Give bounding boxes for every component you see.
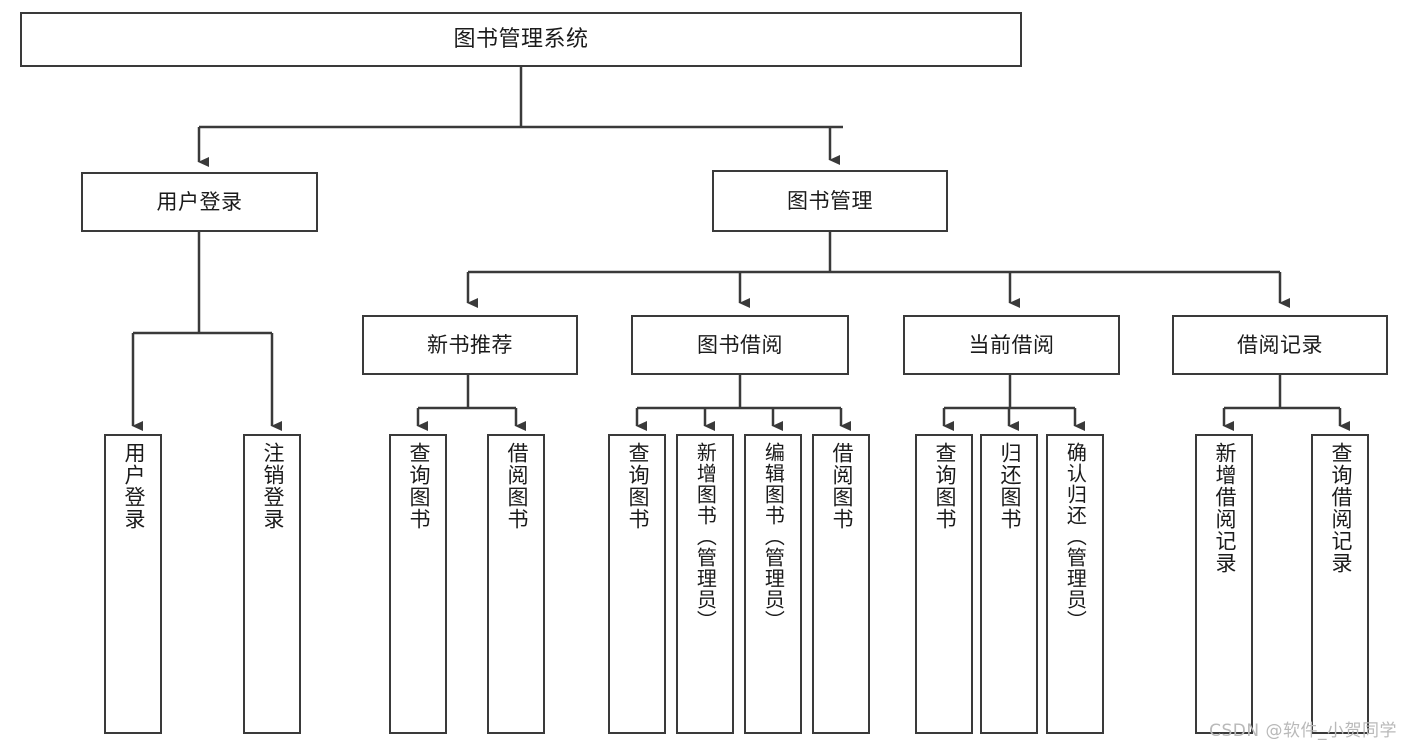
node-new-book-recommend-label: 新书推荐 — [427, 332, 513, 357]
node-leaf-query-book-3-label: 查询图书 — [932, 442, 957, 530]
node-leaf-borrow-book-1[interactable]: 借阅图书 — [487, 434, 545, 734]
node-current-borrow-label: 当前借阅 — [968, 332, 1055, 357]
node-leaf-return-book-label: 归还图书 — [997, 442, 1022, 530]
node-leaf-add-book[interactable]: 新增图书（管理员） — [676, 434, 734, 734]
node-leaf-confirm-return-label: 确认归还（管理员） — [1063, 442, 1088, 631]
node-leaf-logout[interactable]: 注销登录 — [243, 434, 301, 734]
node-book-management[interactable]: 图书管理 — [712, 170, 948, 232]
node-leaf-query-book-2-label: 查询图书 — [625, 442, 650, 530]
node-leaf-add-record[interactable]: 新增借阅记录 — [1195, 434, 1253, 734]
node-root-label: 图书管理系统 — [453, 26, 589, 52]
node-leaf-query-book-2[interactable]: 查询图书 — [608, 434, 666, 734]
node-leaf-borrow-book-2[interactable]: 借阅图书 — [812, 434, 870, 734]
node-leaf-query-record[interactable]: 查询借阅记录 — [1311, 434, 1369, 734]
node-leaf-edit-book-label: 编辑图书（管理员） — [761, 442, 786, 631]
node-leaf-add-book-label: 新增图书（管理员） — [693, 442, 718, 631]
node-leaf-query-book-1[interactable]: 查询图书 — [389, 434, 447, 734]
node-book-borrow-label: 图书借阅 — [697, 332, 783, 357]
node-leaf-query-book-3[interactable]: 查询图书 — [915, 434, 973, 734]
node-leaf-borrow-book-1-label: 借阅图书 — [504, 442, 529, 530]
node-leaf-logout-label: 注销登录 — [260, 442, 285, 530]
node-leaf-user-login-label: 用户登录 — [121, 442, 146, 530]
node-leaf-edit-book[interactable]: 编辑图书（管理员） — [744, 434, 802, 734]
node-leaf-confirm-return[interactable]: 确认归还（管理员） — [1046, 434, 1104, 734]
node-leaf-query-book-1-label: 查询图书 — [406, 442, 431, 530]
node-leaf-add-record-label: 新增借阅记录 — [1212, 442, 1237, 574]
node-borrow-record-label: 借阅记录 — [1237, 332, 1323, 357]
node-new-book-recommend[interactable]: 新书推荐 — [362, 315, 578, 375]
node-leaf-query-record-label: 查询借阅记录 — [1328, 442, 1353, 574]
node-book-borrow[interactable]: 图书借阅 — [631, 315, 849, 375]
node-leaf-return-book[interactable]: 归还图书 — [980, 434, 1038, 734]
node-book-management-label: 图书管理 — [787, 188, 873, 213]
node-leaf-borrow-book-2-label: 借阅图书 — [829, 442, 854, 530]
node-leaf-user-login[interactable]: 用户登录 — [104, 434, 162, 734]
node-borrow-record[interactable]: 借阅记录 — [1172, 315, 1388, 375]
node-current-borrow[interactable]: 当前借阅 — [903, 315, 1120, 375]
node-root[interactable]: 图书管理系统 — [20, 12, 1022, 67]
csdn-watermark: CSDN @软件_小贺同学 — [1209, 721, 1397, 741]
node-user-login[interactable]: 用户登录 — [81, 172, 318, 232]
node-user-login-label: 用户登录 — [156, 189, 243, 214]
